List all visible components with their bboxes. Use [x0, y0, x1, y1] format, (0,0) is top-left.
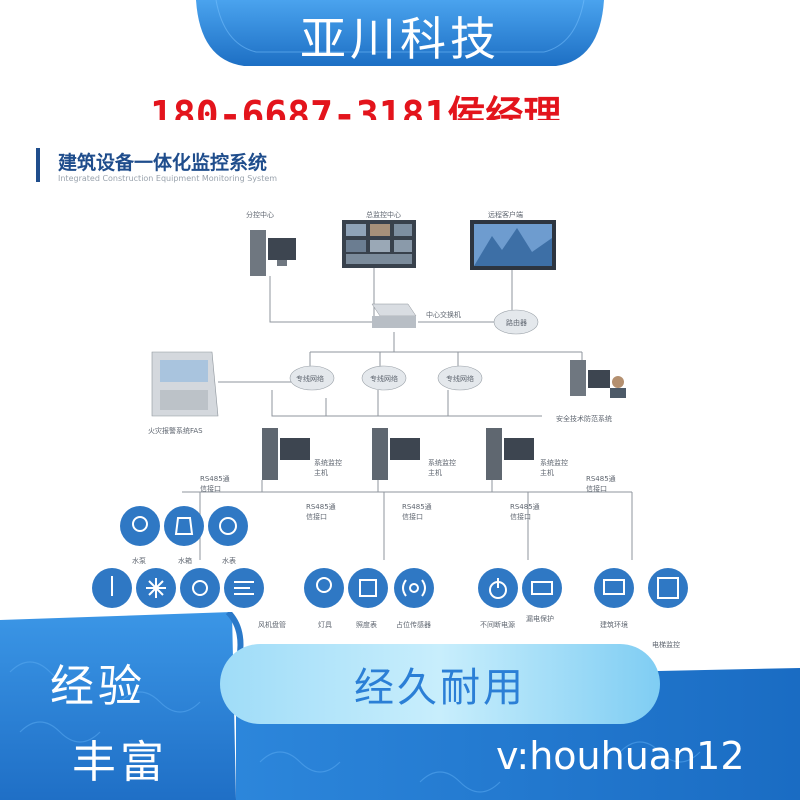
- label-rs485-2: RS485通信接口: [306, 503, 336, 521]
- tag-left-line1: 经验: [50, 661, 146, 712]
- light-sensor-icon: [348, 568, 388, 608]
- label-rs485-3: RS485通信接口: [402, 503, 432, 521]
- main-monitor-wall-icon: [342, 220, 416, 268]
- monitor-host-1-icon: [262, 428, 310, 480]
- label-fire-alarm: 火灾报警系统FAS: [148, 427, 203, 435]
- title-accent-bar: [36, 148, 40, 182]
- device-label: 灯具: [318, 621, 332, 629]
- label-monitor-host-2: 系统监控主机: [428, 459, 456, 477]
- label-monitor-host-1: 系统监控主机: [314, 459, 342, 477]
- diagram-subtitle: Integrated Construction Equipment Monito…: [58, 174, 278, 183]
- dedicated-net-cloud-3: [437, 365, 483, 391]
- label-dedicated-net-3: 专线网络: [446, 375, 474, 383]
- water-tank-icon: [164, 506, 204, 546]
- dedicated-net-cloud-2: [361, 365, 407, 391]
- environment-icon: [594, 568, 634, 608]
- occupancy-sensor-icon: [394, 568, 434, 608]
- device-label: 电梯监控: [652, 641, 680, 649]
- banner-title: 亚川科技: [300, 12, 500, 66]
- pump-icon: [120, 506, 160, 546]
- dedicated-net-cloud-1: [289, 365, 335, 391]
- label-remote-client: 远程客户端: [488, 211, 523, 219]
- router-cloud-icon: [493, 309, 539, 335]
- label-branch-center: 分控中心: [246, 211, 274, 219]
- central-switch-icon: [371, 303, 417, 328]
- top-banner: [196, 0, 604, 66]
- label-security-system: 安全技术防范系统: [556, 415, 612, 423]
- device-label: 水箱: [178, 557, 192, 565]
- label-monitor-host-3: 系统监控主机: [540, 459, 568, 477]
- label-rs485-5: RS485通信接口: [586, 475, 616, 493]
- remote-client-screen-icon: [470, 220, 556, 270]
- diagram-title: 建筑设备一体化监控系统: [58, 152, 268, 174]
- label-rs485-4: RS485通信接口: [510, 503, 540, 521]
- label-router: 路由器: [506, 319, 527, 327]
- label-main-center: 总监控中心: [366, 211, 401, 219]
- label-dedicated-net-1: 专线网络: [296, 375, 324, 383]
- security-system-icon: [570, 360, 626, 398]
- breaker-icon: [522, 568, 562, 608]
- monitor-host-3-icon: [486, 428, 534, 480]
- fire-alarm-cabinet-icon: [151, 351, 219, 417]
- bulb-icon: [304, 568, 344, 608]
- branch-computer-icon: [250, 230, 296, 276]
- label-central-switch: 中心交换机: [426, 311, 461, 319]
- device-label: 水表: [222, 557, 236, 565]
- elevator-icon: [648, 568, 688, 608]
- tag-pill: 经久耐用: [354, 665, 526, 711]
- device-label: 风机盘管: [258, 621, 286, 629]
- device-label: 占位传感器: [396, 621, 431, 629]
- label-rs485-1: RS485通信接口: [200, 475, 230, 493]
- tag-left-line2: 丰富: [72, 737, 168, 788]
- bottom-decoration: [0, 612, 800, 800]
- device-label: 漏电保护: [526, 615, 554, 623]
- fan-icon: [180, 568, 220, 608]
- wechat-contact: v:houhuan12: [496, 734, 745, 778]
- network-lines: [182, 268, 633, 560]
- monitor-host-2-icon: [372, 428, 420, 480]
- device-label: 照度表: [356, 621, 377, 629]
- device-label: 水泵: [132, 557, 146, 565]
- device-label: 建筑环境: [600, 621, 628, 629]
- label-dedicated-net-2: 专线网络: [370, 375, 398, 383]
- system-diagram: [22, 120, 780, 680]
- water-meter-icon: [208, 506, 248, 546]
- device-label: 不间断电源: [480, 621, 515, 629]
